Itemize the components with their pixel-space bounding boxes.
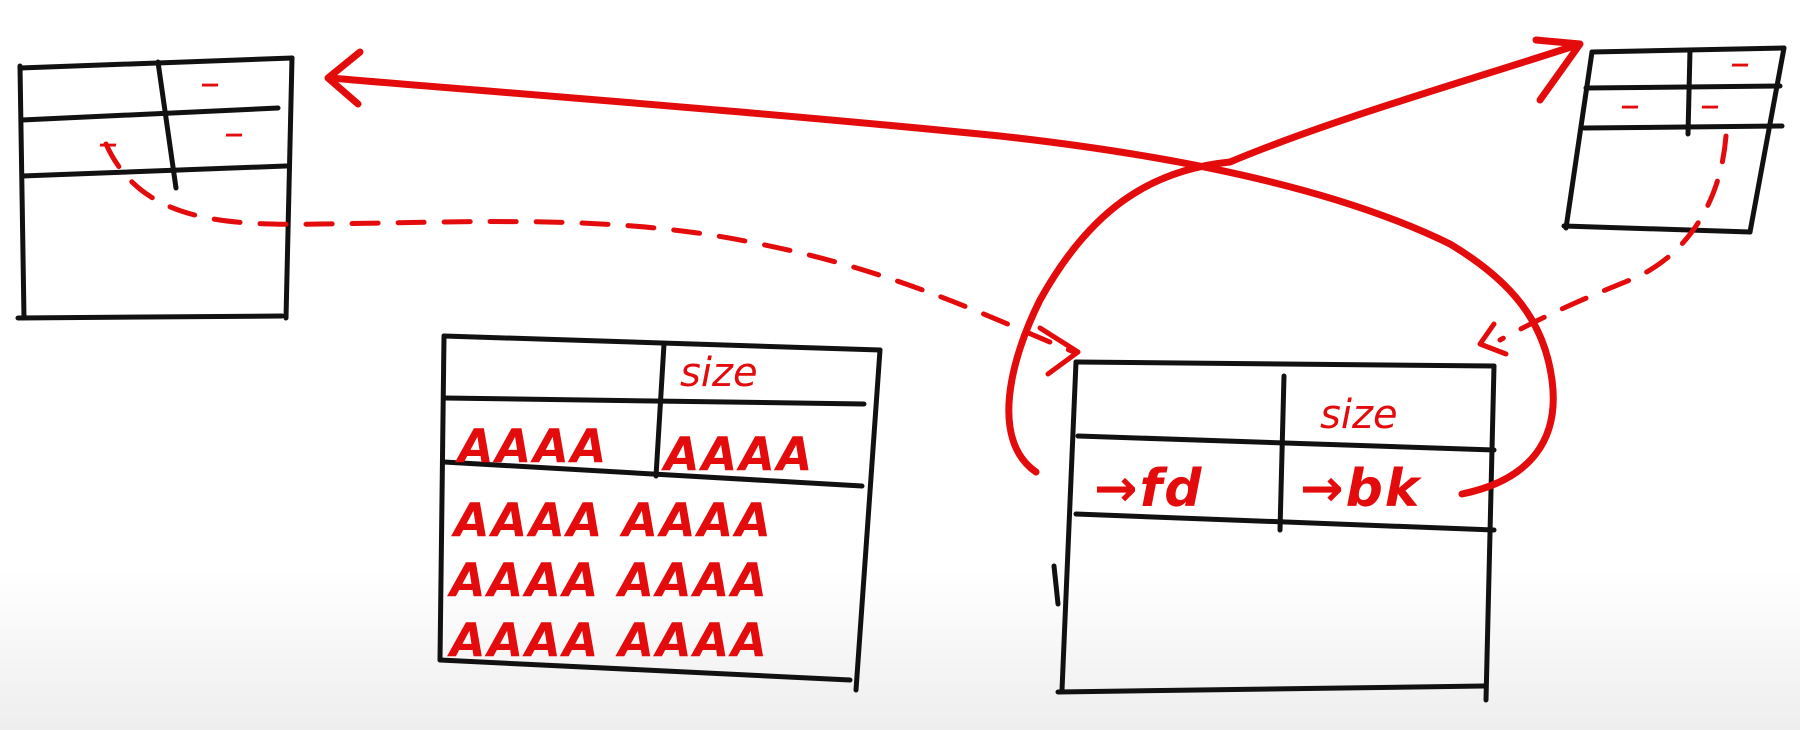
fd-pointer-arrow xyxy=(1005,36,1584,476)
data-chunk: size AAAA AAAA AAAA AAAA AAAA AAAA AAAA … xyxy=(437,333,883,693)
top-left-chunk: – – – xyxy=(15,55,295,321)
dashed-link-left xyxy=(103,141,1081,377)
top-left-mark-1: – xyxy=(200,60,220,106)
dashed-link-right xyxy=(1477,133,1729,357)
data-chunk-row: AAAA AAAA xyxy=(447,553,769,607)
fd-pointer-label: →fd xyxy=(1094,459,1203,519)
data-chunk-size-label: size xyxy=(680,350,758,396)
freed-chunk-size-label: size xyxy=(1320,392,1398,438)
bk-pointer-label: →bk xyxy=(1300,459,1423,519)
freed-chunk: size →fd →bk xyxy=(1051,359,1497,703)
data-chunk-cell: AAAA xyxy=(455,419,608,473)
data-chunk-cell: AAAA xyxy=(661,427,814,481)
data-chunk-row: AAAA AAAA xyxy=(451,493,773,547)
top-right-mark-3: – xyxy=(1700,82,1720,128)
bk-pointer-arrow xyxy=(324,48,1557,498)
top-right-chunk: – – – xyxy=(1561,40,1787,235)
data-chunk-row: AAAA AAAA xyxy=(447,613,769,667)
top-right-mark-2: – xyxy=(1620,82,1640,128)
top-left-mark-3: – xyxy=(224,110,244,156)
top-right-mark-1: – xyxy=(1730,40,1750,86)
